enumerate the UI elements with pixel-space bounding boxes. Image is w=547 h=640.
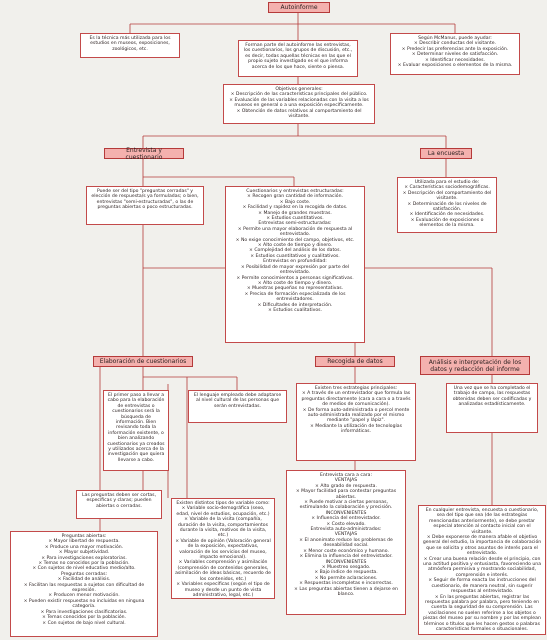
- variables-node: Existen distintos tipos de variable como…: [171, 498, 275, 599]
- title-node: Autoinforme: [268, 2, 330, 13]
- title-label: Autoinforme: [280, 4, 318, 11]
- final-contact-node: En cualquier entrevista, encuesta o cues…: [418, 505, 546, 635]
- recogida-strategies-node: Existen tres estrategias principales: × …: [296, 383, 416, 461]
- top-right-node: Según McManus, puede ayudar: × Describir…: [390, 33, 520, 75]
- entrevista-header-label: Entrevista y cuestionario: [125, 146, 163, 161]
- encuesta-header-label: La encuesta: [427, 150, 465, 157]
- elaboracion-questions-node: Las preguntas deben ser cortas, específi…: [76, 490, 162, 519]
- entrevista-header: Entrevista y cuestionario: [104, 146, 184, 161]
- top-left-node: Es la técnica más utilizada para los est…: [80, 33, 180, 58]
- recogida-pros-cons-node: Entrevista cara a cara: VENTAJAS × Alto …: [286, 470, 406, 615]
- top-center-node: Forman parte del autoinforme las entrevi…: [238, 40, 358, 77]
- analisis-header-label: Análisis e interpretación de los datos y…: [428, 358, 522, 373]
- elaboracion-language-node: El lenguaje empleado debe adaptarse al n…: [188, 390, 287, 423]
- analisis-node: Una vez que se ha completado el trabajo …: [446, 383, 538, 433]
- elaboracion-header: Elaboración de cuestionarios: [93, 356, 193, 367]
- elaboracion-header-label: Elaboración de cuestionarios: [99, 358, 187, 365]
- recogida-header-label: Recogida de datos: [327, 358, 383, 365]
- objectives-node: Objetivos generales: × Descripción de la…: [223, 84, 375, 124]
- analisis-header: Análisis e interpretación de los datos y…: [420, 356, 530, 375]
- elaboracion-first-step-node: El primer paso a llevar a cabo para la e…: [103, 390, 169, 471]
- encuesta-header: La encuesta: [420, 148, 472, 159]
- recogida-header: Recogida de datos: [315, 356, 395, 367]
- open-closed-questions-node: Preguntas abiertas: × Mayor libertad de …: [10, 531, 158, 637]
- encuesta-uses-node: Utilizada para el estudio de: × Caracter…: [397, 177, 497, 233]
- entrevista-types-node: Puede ser del tipo "preguntas cerradas" …: [86, 186, 204, 225]
- entrevista-details-node: Cuestionarios y entrevistas estructurada…: [225, 186, 365, 343]
